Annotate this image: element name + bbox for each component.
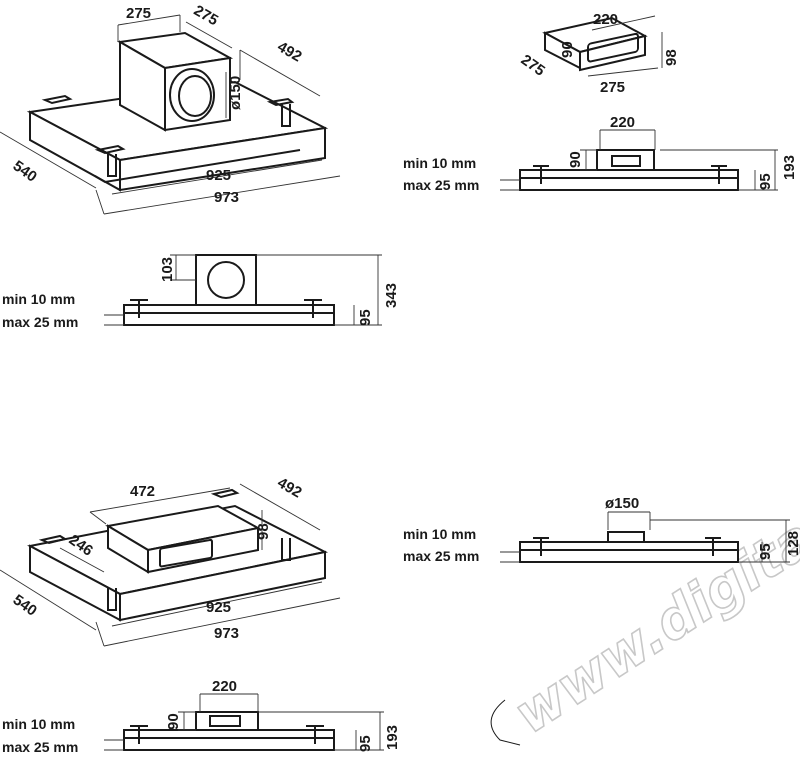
outlet-circle-front [207,261,245,299]
dim-height: 90 [567,151,584,168]
label-max: max 25 mm [2,739,78,755]
dim-total: 193 [384,725,401,750]
dim-inner-depth: 492 [274,38,304,65]
label-max: max 25 mm [403,177,479,193]
outlet-slot [611,155,641,167]
side-view-bottom-right: ø150 95 128 min 10 mm max 25 mm [403,495,800,564]
duct-outlet [159,538,213,568]
dim-box-depth: 275 [191,2,221,29]
iso-view-top: 275 275 492 ø150 540 925 973 [0,2,341,215]
dim-adapter-height: 90 [559,41,576,58]
bracket [41,94,295,177]
dim-body: 95 [757,173,774,190]
dim-duct-length: 472 [130,483,155,500]
dim-inner-width: 925 [206,599,231,616]
dim-width: 220 [212,678,237,695]
dim-width: 220 [610,114,635,131]
dim-adapter-depth: 275 [518,51,548,79]
outlet-slot [209,715,241,727]
dim-top: 103 [159,257,176,282]
dim-total: 193 [781,155,798,180]
label-min: min 10 mm [403,155,476,171]
adapter-iso-view: 220 90 275 275 98 [518,11,680,96]
label-min: min 10 mm [2,716,75,732]
dim-adapter-h2: 98 [663,49,680,66]
dim-height: 90 [165,713,182,730]
dim-box-width: 275 [126,5,151,22]
dim-duct-height: 98 [255,523,272,540]
dim-adapter-width: 220 [593,11,618,28]
dim-outlet: ø150 [227,76,244,110]
dim-inner-width: 925 [206,167,231,184]
side-view-top-right: 220 90 95 193 min 10 mm max 25 mm [403,114,798,193]
watermark: www.digitalko.hu [490,403,800,747]
side-view-bottom-left: 220 90 95 193 min 10 mm max 25 mm [2,678,401,755]
dim-body: 95 [757,543,774,560]
outlet-circle [169,68,215,122]
label-max: max 25 mm [2,314,78,330]
dim-total: 343 [383,283,400,308]
dim-outlet: ø150 [605,495,639,512]
dim-total: 128 [785,531,800,556]
dim-outer-width: 973 [214,625,239,642]
dim-depth: 540 [10,591,40,619]
adapter-outlet [587,32,639,63]
watermark-text: www.digitalko.hu [503,404,800,746]
label-min: min 10 mm [2,291,75,307]
side-view-middle-left: 103 95 343 min 10 mm max 25 mm [2,254,400,330]
dim-body: 95 [357,309,374,326]
label-max: max 25 mm [403,548,479,564]
label-min: min 10 mm [403,526,476,542]
dim-depth: 540 [10,157,40,185]
dim-body: 95 [357,735,374,752]
iso-view-bottom: 472 492 98 246 540 925 973 [0,474,341,647]
dim-adapter-length: 275 [600,79,625,96]
dim-inner-depth: 492 [274,474,304,501]
bracket [38,488,291,611]
dim-outer-width: 973 [214,189,239,206]
